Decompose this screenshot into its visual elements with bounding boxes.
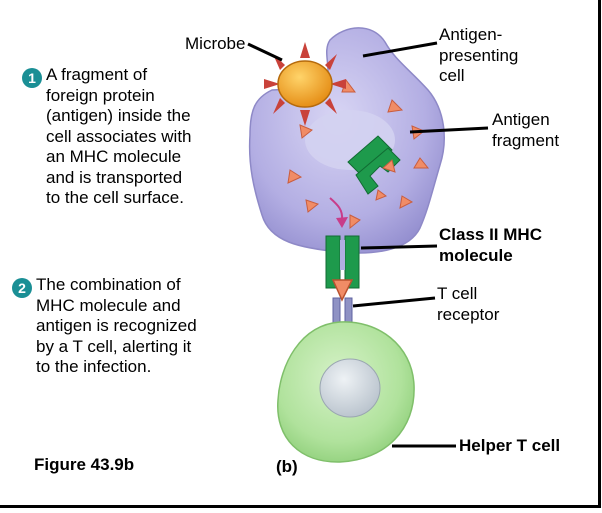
step-1-line: and is transported (46, 167, 183, 187)
surface-mhc-connector (340, 240, 345, 270)
class-ii-mhc-label-line: Class II MHC (439, 225, 542, 244)
antigen-fragment-label: Antigen fragment (492, 110, 559, 151)
step-2-line: The combination of (36, 275, 181, 294)
panel-label: (b) (276, 457, 298, 476)
apc-label-line: presenting (439, 45, 519, 65)
helper-t-cell-label: Helper T cell (459, 436, 561, 455)
apc-label-line: Antigen- (439, 25, 503, 44)
step-1-line: to the cell surface. (46, 188, 184, 207)
t-cell-nucleus (319, 358, 381, 418)
apc-label: Antigen- presenting cell (439, 25, 518, 87)
class-ii-mhc-label-line: molecule (439, 245, 513, 265)
step-1-line: cell associates with (46, 126, 192, 146)
step-1-text: A fragment of foreign protein (antigen) … (46, 65, 192, 209)
step-1-badge: 1 (22, 68, 42, 88)
step-2-text: The combination of MHC molecule and anti… (36, 275, 197, 378)
t-cell-receptor-label-line: receptor (437, 304, 500, 324)
step-1-line: (antigen) inside the (46, 106, 191, 125)
microbe (264, 42, 346, 126)
antigen-fragments (287, 78, 430, 230)
apc-label-line: cell (439, 66, 465, 85)
microbe-leader (247, 42, 283, 62)
step-1-line: foreign protein (46, 85, 155, 105)
leader-lines (247, 41, 489, 448)
apc-leader (362, 41, 438, 58)
step-1-line: an MHC molecule (46, 147, 182, 166)
microbe-label: Microbe (185, 34, 246, 53)
mhc-leader (360, 244, 438, 250)
figure-label: Figure 43.9b (34, 455, 135, 474)
bound-antigen-inside (382, 159, 396, 173)
step-2-line: MHC molecule and (36, 295, 181, 315)
presented-antigen (331, 279, 354, 302)
antigen-fragment-leader (409, 126, 489, 134)
step-2-line: to the infection. (36, 357, 152, 376)
antigen-fragment-label-line: Antigen (492, 110, 550, 129)
t-cell-receptor-label: T cell receptor (437, 284, 499, 325)
class-ii-mhc-label: Class II MHC molecule (439, 225, 542, 266)
receptor-leader (352, 296, 436, 308)
transport-arrowhead (336, 217, 348, 228)
step-2-line: antigen is recognized (36, 316, 197, 335)
step-1-line: A fragment of (46, 65, 148, 84)
antigen-fragment-label-line: fragment (492, 130, 560, 150)
step-2-badge: 2 (12, 278, 32, 298)
step-2-line: by a T cell, alerting it (36, 336, 192, 356)
t-cell-receptor-label-line: T cell (437, 284, 478, 303)
internal-mhc-molecule (347, 135, 401, 195)
